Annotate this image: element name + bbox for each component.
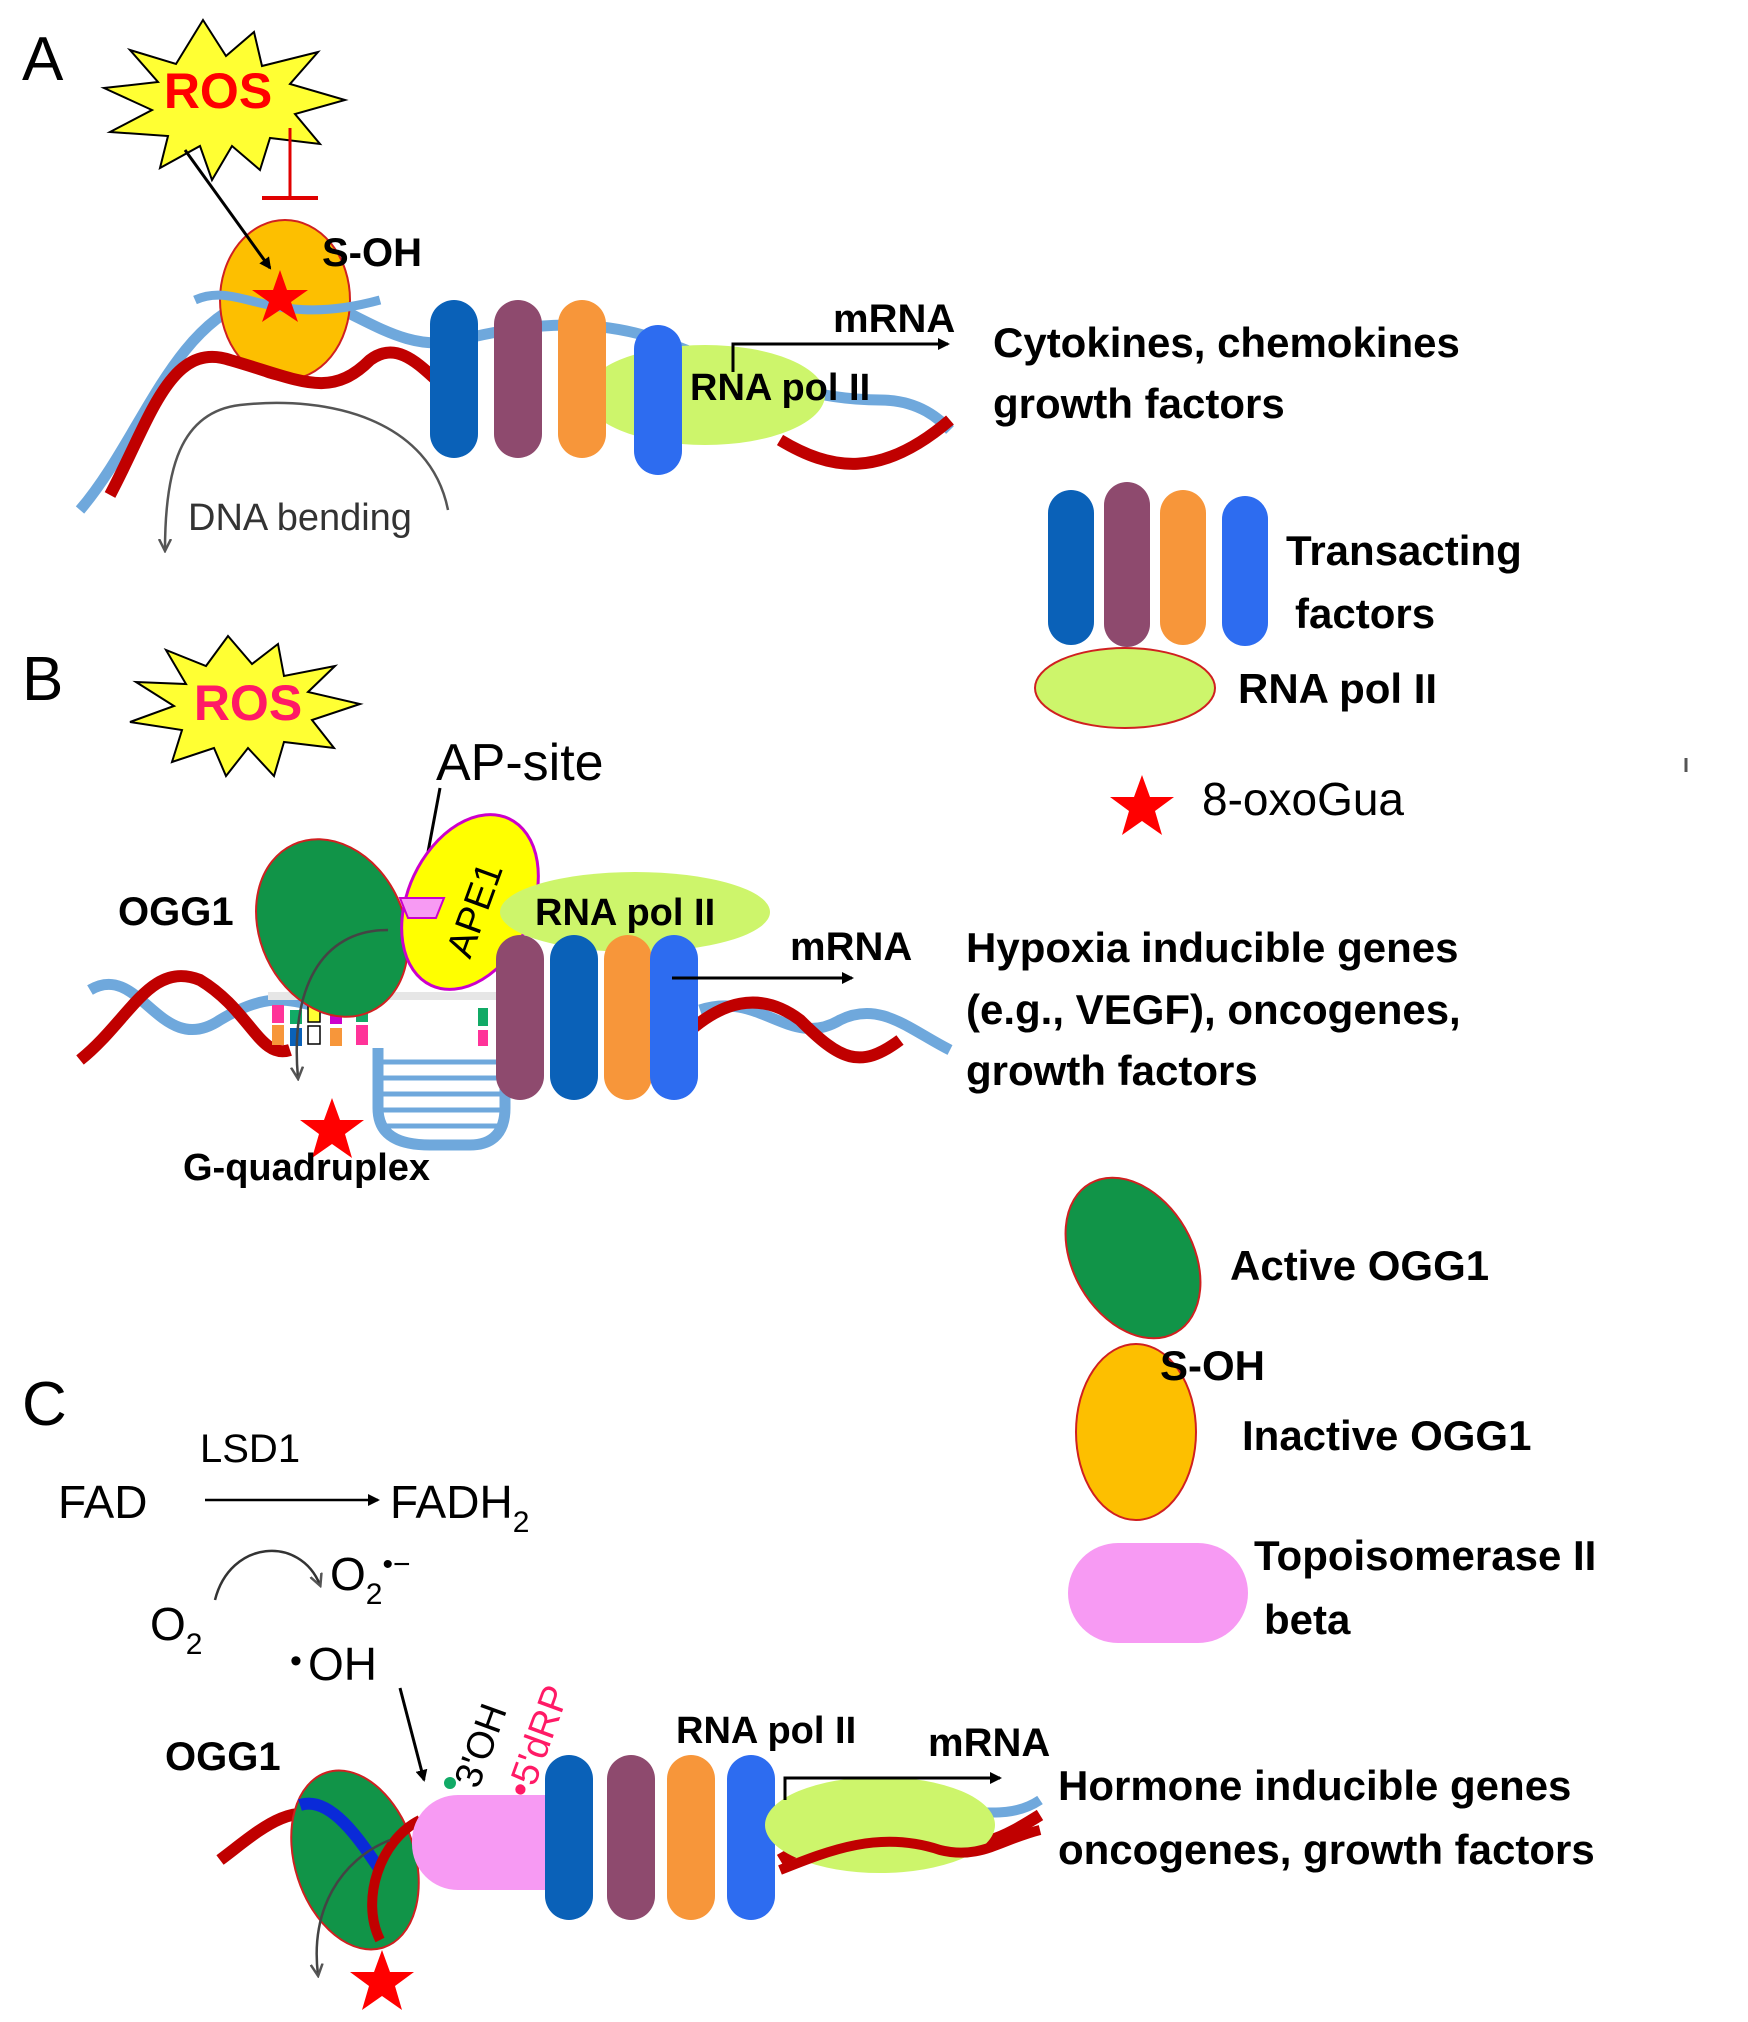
tf-a-4 xyxy=(634,325,682,475)
tf-c-2 xyxy=(607,1755,655,1920)
tf-a-1 xyxy=(430,300,478,458)
genes-b-line2: (e.g., VEGF), oncogenes, xyxy=(966,986,1461,1033)
legend: Transacting factors RNA pol II 8-oxoGua … xyxy=(1034,482,1688,1643)
o2-conversion-arrow xyxy=(213,1549,320,1601)
mrna-label-c: mRNA xyxy=(928,1721,1050,1765)
genes-a-line1: Cytokines, chemokines xyxy=(993,319,1460,366)
tf-c-4 xyxy=(727,1755,775,1920)
ap-site-marker xyxy=(398,897,446,919)
legend-rna-pol-ii-label: RNA pol II xyxy=(1238,665,1437,712)
legend-tf-1 xyxy=(1048,490,1094,645)
dna-strand-red-a-tail xyxy=(776,415,954,470)
dna-strand-dark-blue-c xyxy=(298,1797,385,1874)
legend-rna-pol-ii xyxy=(1034,647,1216,729)
legend-transacting-line2: factors xyxy=(1295,590,1435,637)
legend-topo-ii-beta xyxy=(1068,1543,1248,1643)
tf-b-2 xyxy=(550,935,598,1100)
tf-b-3 xyxy=(604,935,652,1100)
legend-topo-line2: beta xyxy=(1264,1596,1351,1643)
g-quadruplex-rungs xyxy=(383,1059,500,1129)
dna-strand-red-c-3 xyxy=(778,1825,1042,1875)
genes-c-line1: Hormone inducible genes xyxy=(1058,1762,1571,1809)
ogg1-label-c: OGG1 xyxy=(165,1735,281,1779)
legend-oxogua-star xyxy=(1110,775,1174,835)
mrna-label-a: mRNA xyxy=(833,297,955,341)
legend-soh-label: S-OH xyxy=(1160,1342,1265,1389)
tf-a-3 xyxy=(558,300,606,458)
tf-b-4 xyxy=(650,935,698,1100)
ros-label-b: ROS xyxy=(194,675,302,731)
dna-blue-through-ogg1 xyxy=(193,290,382,315)
legend-topo-line1: Topoisomerase II xyxy=(1254,1532,1596,1579)
legend-inactive-ogg1-label: Inactive OGG1 xyxy=(1242,1412,1531,1459)
excision-arrow-b xyxy=(297,928,389,1078)
legend-oxogua-label: 8-oxoGua xyxy=(1202,773,1404,825)
dna-bending-arrow xyxy=(165,401,450,550)
legend-tf-4 xyxy=(1222,496,1268,646)
three-oh-dot xyxy=(444,1777,456,1789)
legend-active-ogg1-label: Active OGG1 xyxy=(1230,1242,1489,1289)
panel-c-letter: C xyxy=(22,1370,67,1439)
panel-c: C LSD1 FAD FADH2 O2 O2•− • OH 3'OH •5'dR… xyxy=(22,1370,1595,2010)
mrna-arrow-a xyxy=(731,338,950,372)
rna-pol-ii-a-label: RNA pol II xyxy=(690,367,870,409)
ros-burst-b xyxy=(129,634,364,778)
legend-transacting-line1: Transacting xyxy=(1286,527,1522,574)
ap-site-label: AP-site xyxy=(436,734,604,792)
superoxide-label: O2•− xyxy=(330,1548,411,1611)
rna-pol-ii-b-label: RNA pol II xyxy=(535,892,715,934)
oxogua-star-a xyxy=(252,270,308,322)
g-quadruplex-shape xyxy=(372,1048,511,1151)
legend-tf-3 xyxy=(1160,490,1206,645)
legend-tf-2 xyxy=(1104,482,1150,647)
ogg1-label-b: OGG1 xyxy=(118,890,234,934)
lsd1-label: LSD1 xyxy=(200,1427,300,1471)
tf-c-3 xyxy=(667,1755,715,1920)
active-ogg1-b xyxy=(255,838,409,1018)
genes-c-line2: oncogenes, growth factors xyxy=(1058,1826,1595,1873)
oxogua-star-b xyxy=(300,1098,364,1158)
base-pairs xyxy=(272,1004,488,1046)
excision-arrow-c xyxy=(317,1838,391,1975)
dna-strand-red-a xyxy=(104,346,471,498)
mrna-label-b: mRNA xyxy=(790,925,912,969)
rna-pol-ii-c-label: RNA pol II xyxy=(676,1710,856,1752)
hydroxyl-dot: • xyxy=(290,1642,302,1680)
o2-label: O2 xyxy=(150,1598,202,1661)
panel-a-letter: A xyxy=(22,25,64,94)
mrna-arrow-c xyxy=(783,1772,1002,1800)
soh-label-a: S-OH xyxy=(322,231,422,275)
rna-pol-ii-b xyxy=(500,872,770,952)
genes-b-line3: growth factors xyxy=(966,1047,1258,1094)
g-quadruplex-label: G-quadruplex xyxy=(183,1147,430,1189)
hydroxyl-arrow xyxy=(398,1687,428,1782)
legend-inactive-ogg1 xyxy=(1075,1343,1197,1521)
fad-label: FAD xyxy=(58,1476,147,1528)
genes-b-line1: Hypoxia inducible genes xyxy=(966,924,1458,971)
tf-a-2 xyxy=(494,300,542,458)
tf-b-1 xyxy=(496,935,544,1100)
panel-b-letter: B xyxy=(22,645,63,714)
legend-active-ogg1 xyxy=(1064,1176,1202,1340)
hydroxyl-label: OH xyxy=(308,1638,377,1690)
ros-to-star-arrow xyxy=(183,149,272,270)
ros-burst-a xyxy=(100,18,349,183)
genes-a-line2: growth factors xyxy=(993,380,1285,427)
panel-b: B ROS AP-site xyxy=(22,634,1461,1189)
fadh-label: FADH2 xyxy=(390,1476,529,1539)
panel-a: A ROS S-OH DNA bending RNA pol II xyxy=(22,18,1460,550)
dna-bending-label: DNA bending xyxy=(188,497,412,539)
oxogua-star-c xyxy=(350,1950,414,2010)
dna-strand-red-c-2 xyxy=(367,1815,423,1943)
tf-c-1 xyxy=(545,1755,593,1920)
ros-label-a: ROS xyxy=(164,63,272,119)
dna-strand-red-b xyxy=(76,970,904,1065)
